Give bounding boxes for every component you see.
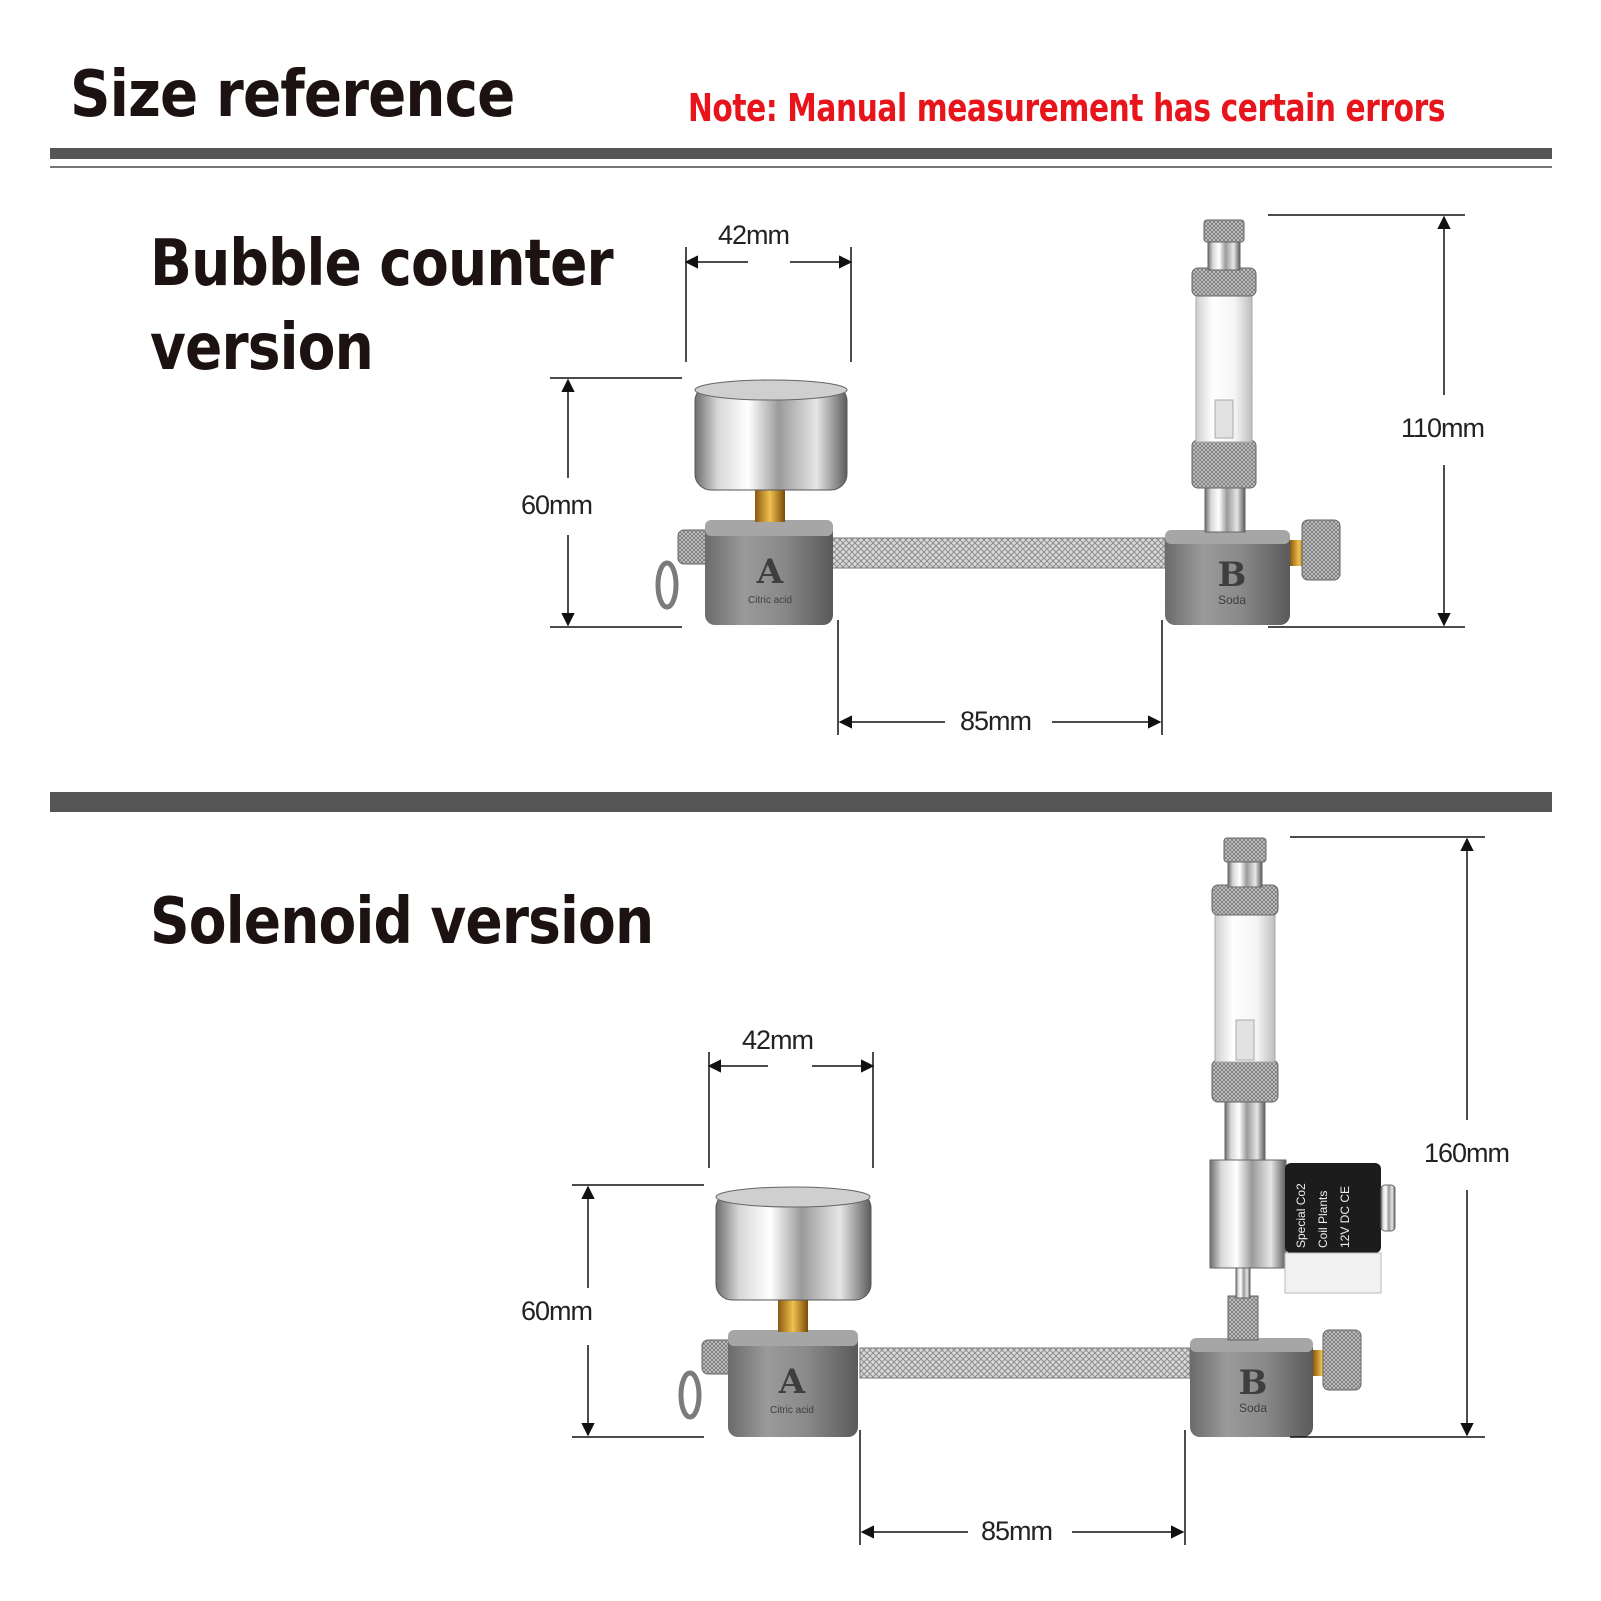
brass-stem xyxy=(778,1298,808,1332)
total-height-label: 160mm xyxy=(1418,1138,1516,1169)
height-label: 60mm xyxy=(515,490,599,521)
body-a-letter: A xyxy=(756,552,784,592)
solenoid-valve-block xyxy=(1209,1159,1287,1269)
width-label: 42mm xyxy=(712,220,796,251)
brass-stem xyxy=(755,488,785,522)
body-b-letter: B xyxy=(1218,555,1247,595)
solenoid-coil xyxy=(1285,1163,1381,1253)
page-title: Size reference xyxy=(70,58,515,132)
body-a-sub: Citric acid xyxy=(770,1405,814,1416)
span-label: 85mm xyxy=(954,706,1038,737)
solenoid-text-line1: Special Co2 xyxy=(1294,1183,1308,1248)
solenoid-text-line3: 12V DC CE xyxy=(1338,1186,1352,1248)
height-label: 60mm xyxy=(515,1296,599,1327)
body-a-letter: A xyxy=(778,1362,806,1402)
header-divider-thin xyxy=(50,166,1552,168)
solenoid-coil-label: Special Co2 Coil Plants 12V DC CE xyxy=(1294,1183,1352,1248)
safety-ring xyxy=(655,560,679,610)
body-b-sub: Soda xyxy=(1218,593,1246,607)
body-b xyxy=(1190,1338,1313,1437)
body-b xyxy=(1165,530,1290,625)
total-height-label: 110mm xyxy=(1395,413,1491,444)
section-title-bubble-counter: Bubble counter version xyxy=(150,222,614,390)
needle-valve-knob xyxy=(1322,1329,1362,1391)
solenoid-text-line2: Coil Plants xyxy=(1316,1191,1330,1248)
dimension-lines-2 xyxy=(572,836,1485,1545)
solenoid-connector xyxy=(1284,1252,1382,1294)
bubble-counter-device xyxy=(655,219,1341,625)
section-title-line1: Bubble counter xyxy=(150,227,614,301)
dimension-lines-1 xyxy=(550,214,1465,735)
braided-hose xyxy=(819,537,1166,569)
solenoid-device xyxy=(678,837,1396,1437)
safety-ring xyxy=(678,1370,702,1420)
body-a-sub: Citric acid xyxy=(748,595,792,606)
measurement-note: Note: Manual measurement has certain err… xyxy=(688,86,1446,130)
body-b-letter: B xyxy=(1239,1363,1268,1403)
body-b-sub: Soda xyxy=(1239,1401,1267,1415)
pressure-gauge xyxy=(694,384,848,491)
section-title-line2: version xyxy=(150,311,374,385)
body-a xyxy=(705,520,833,625)
body-a xyxy=(728,1330,858,1437)
braided-hose xyxy=(859,1347,1191,1379)
section-divider xyxy=(50,792,1552,812)
pressure-gauge xyxy=(715,1191,872,1301)
span-label: 85mm xyxy=(975,1516,1059,1547)
section-title-solenoid: Solenoid version xyxy=(150,885,654,959)
width-label: 42mm xyxy=(736,1025,820,1056)
header-divider-thick xyxy=(50,148,1552,159)
needle-valve-knob xyxy=(1301,519,1341,581)
